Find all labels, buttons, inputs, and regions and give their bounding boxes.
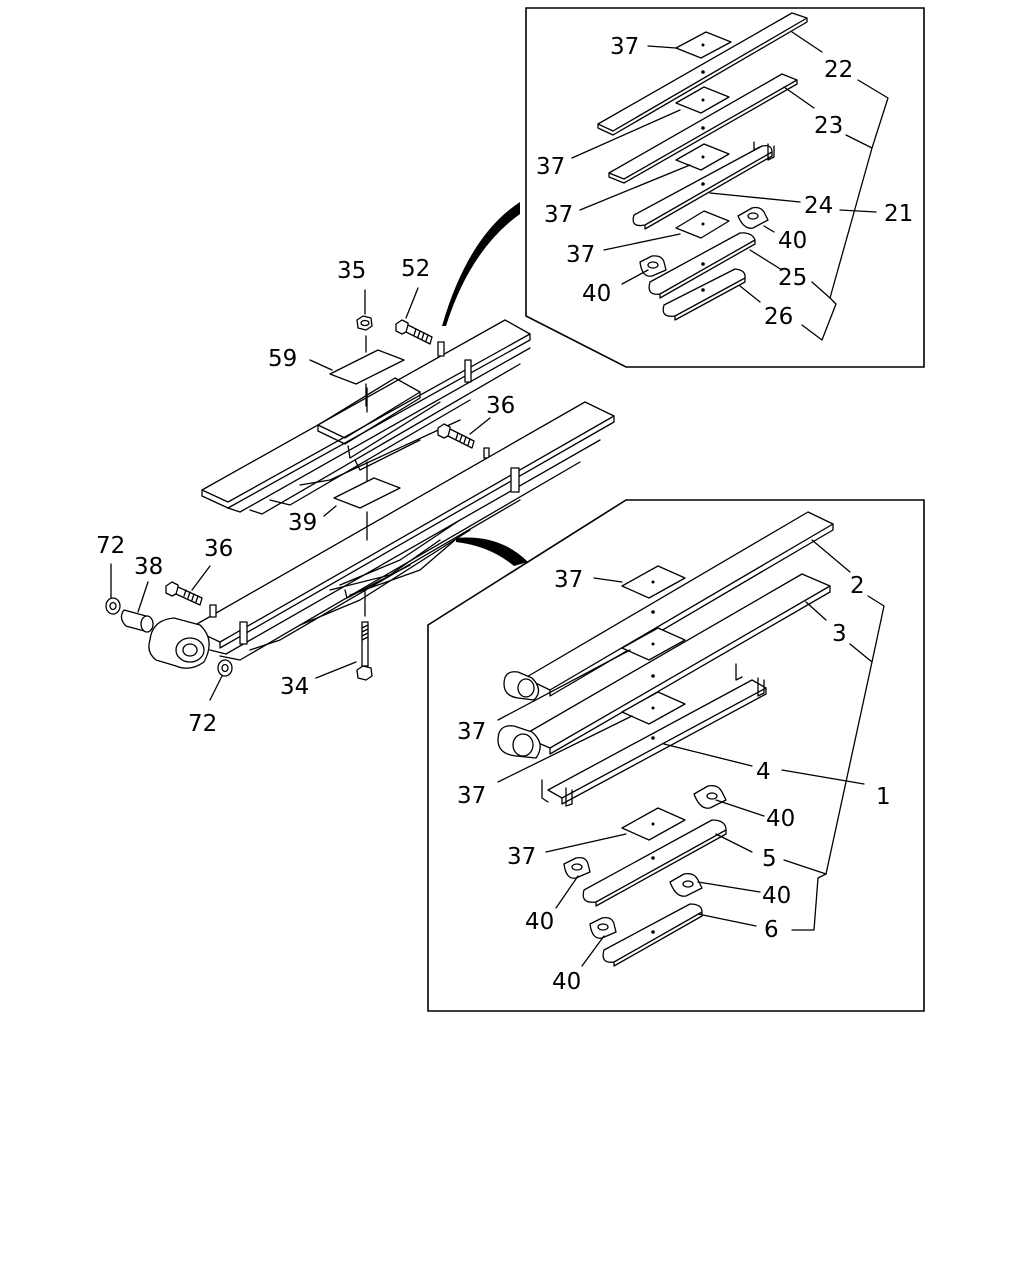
callout-34: 34: [280, 674, 309, 700]
callout-labels: 37 22 23 37 24 21 37 40 37 25 40 26 35 5…: [96, 34, 913, 995]
callout-21: 21: [884, 201, 913, 227]
bolt-36-upper: [437, 423, 490, 459]
washer-40-b: [639, 255, 667, 277]
callout-25: 25: [778, 265, 807, 291]
pad-37-c: [675, 143, 730, 171]
washer-40-c: [693, 784, 727, 809]
leaf-4: [541, 663, 767, 807]
callout-39: 39: [288, 510, 317, 536]
callout-72: 72: [188, 711, 217, 737]
washer-40-f: [589, 916, 617, 939]
leaf-26: [662, 268, 746, 321]
leaf-24: [632, 141, 775, 230]
callout-6: 6: [764, 917, 779, 943]
callout-24: 24: [804, 193, 833, 219]
pad-37-e: [621, 565, 686, 599]
callout-40: 40: [552, 969, 581, 995]
plate-59: [329, 335, 405, 407]
main-leader-lines: [110, 287, 491, 701]
leaf-5: [582, 819, 727, 907]
washer-40-d: [563, 856, 591, 879]
callout-40: 40: [582, 281, 611, 307]
callout-35: 35: [337, 258, 366, 284]
callout-37: 37: [457, 719, 486, 745]
detail-arrow-upper: [442, 202, 520, 326]
center-bolt-34: [356, 621, 373, 681]
callout-1: 1: [876, 784, 891, 810]
callout-40: 40: [766, 806, 795, 832]
callout-59: 59: [268, 346, 297, 372]
upper-detail-frame: [525, 7, 925, 368]
callout-37: 37: [457, 783, 486, 809]
callout-72: 72: [96, 533, 125, 559]
main-spring-assembly: [148, 401, 615, 669]
callout-4: 4: [756, 759, 771, 785]
callout-36: 36: [486, 393, 515, 419]
callout-2: 2: [850, 573, 865, 599]
callout-23: 23: [814, 113, 843, 139]
leaf-2: [503, 511, 834, 701]
callout-3: 3: [832, 621, 847, 647]
callout-22: 22: [824, 57, 853, 83]
callout-37: 37: [554, 567, 583, 593]
bolt-36-lower: [165, 581, 203, 606]
washer-40-a: [737, 206, 769, 229]
detail-arrow-lower: [456, 537, 528, 566]
leaf-3: [497, 573, 831, 759]
pad-37-h: [621, 807, 686, 841]
leaf-23: [608, 73, 798, 184]
plate-39: [333, 477, 401, 509]
callout-37: 37: [536, 154, 565, 180]
leaf-22: [597, 12, 808, 136]
pad-37-g: [621, 691, 686, 725]
washer-72-left: [105, 597, 121, 615]
pad-37-f: [621, 627, 686, 661]
nut-35: [356, 315, 373, 331]
upper-leader-lines: [571, 31, 889, 341]
callout-37: 37: [544, 202, 573, 228]
washer-72-right: [217, 659, 233, 677]
lower-leader-lines: [497, 539, 885, 967]
callout-37: 37: [566, 242, 595, 268]
pad-37-a: [675, 31, 732, 59]
pad-37-b: [675, 86, 730, 114]
leaf-6: [602, 903, 703, 967]
callout-26: 26: [764, 304, 793, 330]
lower-detail-frame: [427, 499, 925, 1012]
auxiliary-spring-assembly: [201, 319, 531, 515]
leaf-25: [648, 232, 756, 299]
bolt-52: [395, 319, 433, 345]
washer-40-e: [669, 872, 703, 897]
callout-37: 37: [507, 844, 536, 870]
callout-52: 52: [401, 256, 430, 282]
callout-40: 40: [762, 883, 791, 909]
callout-40: 40: [525, 909, 554, 935]
callout-36: 36: [204, 536, 233, 562]
pad-37-d: [675, 210, 730, 239]
callout-5: 5: [762, 846, 777, 872]
callout-38: 38: [134, 554, 163, 580]
callout-37: 37: [610, 34, 639, 60]
bushing-38: [120, 609, 154, 633]
callout-40: 40: [778, 228, 807, 254]
